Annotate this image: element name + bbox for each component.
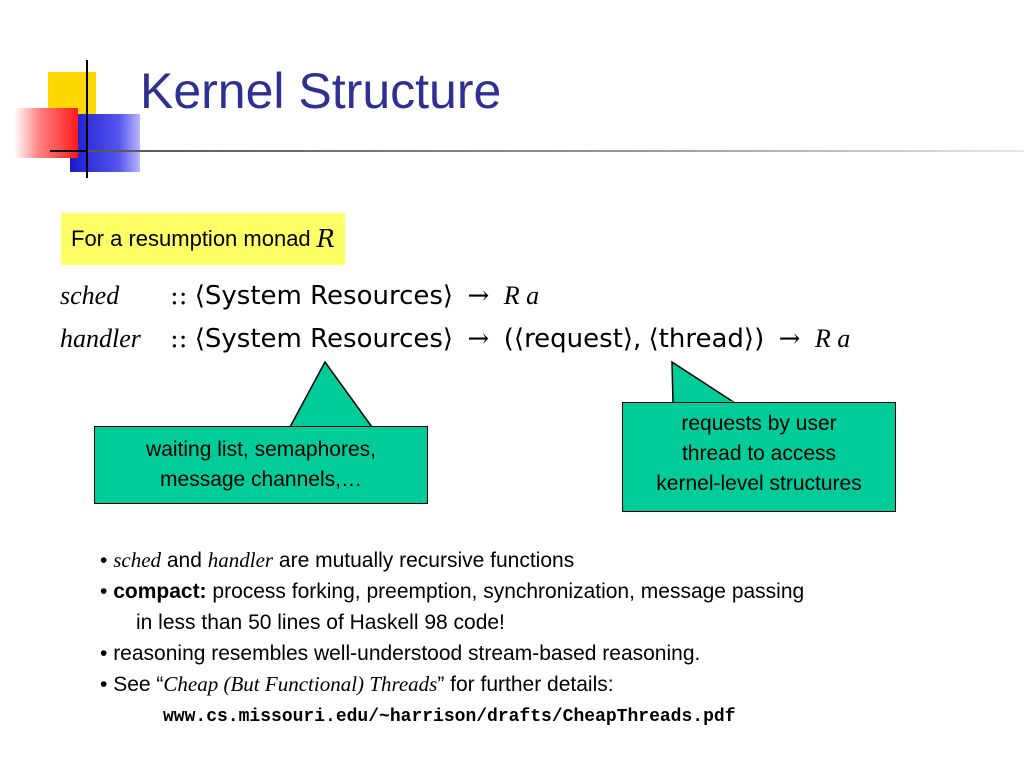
slide-title: Kernel Structure <box>140 63 502 119</box>
handler-name: handler <box>60 324 141 353</box>
bullet-list: • sched and handler are mutually recursi… <box>100 545 1000 700</box>
handler-arg-type: ⟨System Resources⟩ <box>194 324 454 354</box>
bullet-item-2-continued: in less than 50 lines of Haskell 98 code… <box>136 611 505 634</box>
bullet-1-rest: are mutually recursive functions <box>273 549 575 572</box>
sched-arrow: → <box>467 281 490 311</box>
title-underline <box>88 150 1024 152</box>
handler-comma: , <box>633 324 642 354</box>
right-callout: requests by user thread to access kernel… <box>622 402 896 512</box>
monad-box-text: For a resumption monad <box>71 226 311 251</box>
handler-arrow: → <box>467 324 490 354</box>
handler-colons: :: <box>170 324 188 354</box>
handler-arrow-2: → <box>778 324 801 354</box>
left-callout-line-2: message channels,… <box>160 468 362 491</box>
right-callout-pointer <box>671 360 738 404</box>
left-callout: waiting list, semaphores, message channe… <box>94 426 428 504</box>
right-callout-line-3: kernel-level structures <box>656 472 862 495</box>
bullet-mark: • <box>100 549 108 572</box>
bullet-item-1: • sched and handler are mutually recursi… <box>100 545 1000 576</box>
sched-result: R a <box>503 281 540 310</box>
sched-arg-type: ⟨System Resources⟩ <box>194 281 454 311</box>
bullet-item-4: • See “Cheap (But Functional) Threads” f… <box>100 669 1000 700</box>
sched-name: sched <box>60 281 120 310</box>
handler-signature: handler :: ⟨System Resources⟩ → (⟨reques… <box>60 323 850 354</box>
bullet-mark: • <box>100 673 108 696</box>
bullet-1-sched: sched <box>113 548 162 572</box>
bullet-2-bold: compact: <box>113 580 207 603</box>
right-callout-line-2: thread to access <box>681 442 837 465</box>
slide-logo <box>0 0 150 190</box>
bullet-item-3: • reasoning resembles well-understood st… <box>100 638 1000 669</box>
bullet-2-rest: process forking, preemption, synchroniza… <box>206 580 805 603</box>
handler-close-paren: ) <box>754 324 765 354</box>
handler-thread-type: ⟨thread⟩ <box>648 324 755 354</box>
sched-signature: sched :: ⟨System Resources⟩ → R a <box>60 280 539 311</box>
bullet-mark: • <box>100 642 108 665</box>
handler-request-type: ⟨request⟩ <box>513 324 634 354</box>
handler-result: R a <box>814 324 851 353</box>
left-callout-line-1: waiting list, semaphores, <box>146 438 376 461</box>
logo-red-square <box>14 108 78 158</box>
bullet-1-and: and <box>161 549 208 572</box>
bullet-item-2: • compact: process forking, preemption, … <box>100 576 1000 607</box>
sched-colons: :: <box>170 281 188 311</box>
monad-variable: R <box>316 225 335 253</box>
left-callout-pointer <box>288 360 374 428</box>
logo-blue-square <box>70 114 140 172</box>
logo-vertical-line <box>86 60 88 178</box>
bullet-4-title: Cheap (But Functional) Threads <box>163 672 438 696</box>
right-callout-line-1: requests by user <box>681 412 837 435</box>
bullet-4-post: ” for further details: <box>437 673 614 696</box>
bullet-1-handler: handler <box>207 548 274 572</box>
bullet-mark: • <box>100 580 108 603</box>
monad-highlight-box: For a resumption monad R <box>61 213 345 265</box>
handler-open-paren: ( <box>503 324 514 354</box>
bullet-4-pre: See “ <box>107 673 164 696</box>
bullet-3-text: reasoning resembles well-understood stre… <box>107 642 701 665</box>
reference-url: www.cs.missouri.edu/~harrison/drafts/Che… <box>163 707 736 727</box>
